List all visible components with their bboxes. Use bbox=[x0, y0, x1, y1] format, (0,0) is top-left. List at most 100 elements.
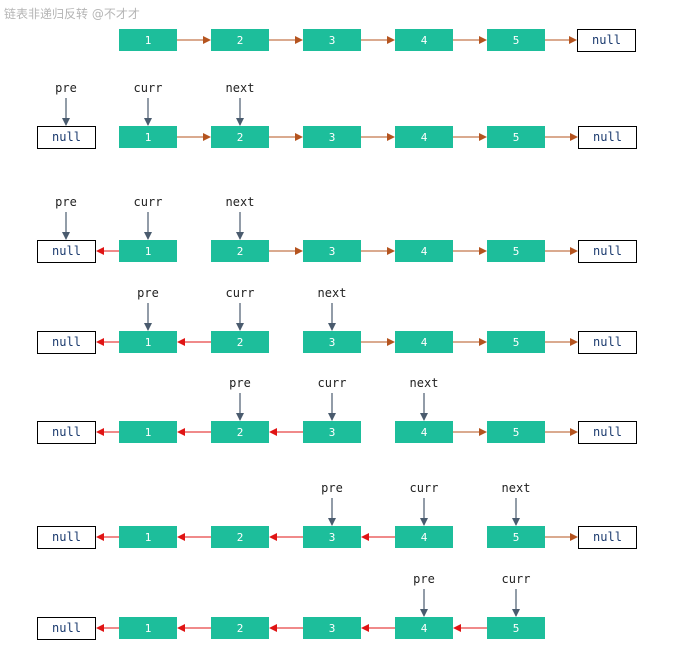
list-node-2 bbox=[211, 126, 269, 148]
null-box-left bbox=[37, 331, 96, 354]
list-node-4 bbox=[395, 126, 453, 148]
pointer-label-next: next bbox=[318, 286, 347, 300]
pointer-label-curr: curr bbox=[410, 481, 439, 495]
null-label-right: null bbox=[593, 425, 622, 439]
null-label-left: null bbox=[52, 621, 81, 635]
list-node-label: 2 bbox=[237, 131, 244, 144]
list-node-4 bbox=[395, 240, 453, 262]
list-node-label: 3 bbox=[329, 531, 336, 544]
list-node-3 bbox=[303, 240, 361, 262]
list-node-5 bbox=[487, 421, 545, 443]
list-node-5 bbox=[487, 240, 545, 262]
null-box-right bbox=[578, 126, 637, 149]
list-node-4 bbox=[395, 617, 453, 639]
null-box-right bbox=[578, 526, 637, 549]
list-node-label: 4 bbox=[421, 531, 428, 544]
list-node-label: 1 bbox=[145, 426, 152, 439]
list-node-label: 2 bbox=[237, 531, 244, 544]
list-node-5 bbox=[487, 126, 545, 148]
list-node-5 bbox=[487, 29, 545, 51]
list-node-label: 5 bbox=[513, 336, 520, 349]
null-box-right bbox=[578, 331, 637, 354]
pointer-label-pre: pre bbox=[55, 195, 77, 209]
pointer-label-next: next bbox=[410, 376, 439, 390]
list-node-label: 3 bbox=[329, 245, 336, 258]
list-node-label: 1 bbox=[145, 622, 152, 635]
list-node-label: 5 bbox=[513, 426, 520, 439]
list-node-label: 1 bbox=[145, 531, 152, 544]
null-box-right bbox=[577, 29, 636, 52]
pointer-label-next: next bbox=[226, 81, 255, 95]
list-node-4 bbox=[395, 526, 453, 548]
list-node-1 bbox=[119, 331, 177, 353]
list-node-label: 4 bbox=[421, 131, 428, 144]
list-node-2 bbox=[211, 331, 269, 353]
pointer-label-curr: curr bbox=[134, 81, 163, 95]
list-node-1 bbox=[119, 240, 177, 262]
list-node-4 bbox=[395, 331, 453, 353]
list-node-2 bbox=[211, 526, 269, 548]
list-node-label: 2 bbox=[237, 34, 244, 47]
null-box-left bbox=[37, 526, 96, 549]
list-node-label: 1 bbox=[145, 34, 152, 47]
null-label-right: null bbox=[592, 33, 621, 47]
list-node-3 bbox=[303, 331, 361, 353]
list-node-5 bbox=[487, 331, 545, 353]
list-node-label: 1 bbox=[145, 336, 152, 349]
list-node-1 bbox=[119, 421, 177, 443]
null-label-left: null bbox=[52, 244, 81, 258]
null-label-left: null bbox=[52, 425, 81, 439]
list-node-label: 3 bbox=[329, 622, 336, 635]
list-node-2 bbox=[211, 421, 269, 443]
list-node-4 bbox=[395, 29, 453, 51]
list-node-1 bbox=[119, 526, 177, 548]
pointer-label-curr: curr bbox=[134, 195, 163, 209]
null-box-right bbox=[578, 240, 637, 263]
list-node-label: 3 bbox=[329, 131, 336, 144]
list-node-label: 5 bbox=[513, 622, 520, 635]
pointer-label-pre: pre bbox=[229, 376, 251, 390]
list-node-2 bbox=[211, 617, 269, 639]
list-node-4 bbox=[395, 421, 453, 443]
list-node-1 bbox=[119, 617, 177, 639]
pointer-label-pre: pre bbox=[137, 286, 159, 300]
list-node-2 bbox=[211, 29, 269, 51]
list-node-label: 4 bbox=[421, 336, 428, 349]
list-node-label: 2 bbox=[237, 426, 244, 439]
list-node-3 bbox=[303, 617, 361, 639]
null-label-right: null bbox=[593, 335, 622, 349]
null-box-left bbox=[37, 421, 96, 444]
watermark-title: 链表非递归反转 @不才才 bbox=[4, 7, 140, 21]
list-node-label: 1 bbox=[145, 131, 152, 144]
list-node-3 bbox=[303, 29, 361, 51]
list-node-label: 3 bbox=[329, 336, 336, 349]
list-node-label: 3 bbox=[329, 426, 336, 439]
pointer-label-pre: pre bbox=[321, 481, 343, 495]
list-node-3 bbox=[303, 421, 361, 443]
list-node-label: 5 bbox=[513, 34, 520, 47]
null-label-right: null bbox=[593, 130, 622, 144]
pointer-label-curr: curr bbox=[318, 376, 347, 390]
list-node-label: 4 bbox=[421, 34, 428, 47]
null-box-right bbox=[578, 421, 637, 444]
list-node-label: 2 bbox=[237, 245, 244, 258]
list-node-label: 4 bbox=[421, 245, 428, 258]
list-node-label: 4 bbox=[421, 426, 428, 439]
null-label-right: null bbox=[593, 244, 622, 258]
list-node-label: 3 bbox=[329, 34, 336, 47]
null-box-left bbox=[37, 126, 96, 149]
null-label-right: null bbox=[593, 530, 622, 544]
list-node-1 bbox=[119, 29, 177, 51]
list-node-label: 2 bbox=[237, 622, 244, 635]
list-node-3 bbox=[303, 526, 361, 548]
pointer-label-curr: curr bbox=[502, 572, 531, 586]
null-label-left: null bbox=[52, 335, 81, 349]
list-node-5 bbox=[487, 526, 545, 548]
null-label-left: null bbox=[52, 530, 81, 544]
pointer-label-pre: pre bbox=[55, 81, 77, 95]
pointer-label-next: next bbox=[502, 481, 531, 495]
pointer-label-curr: curr bbox=[226, 286, 255, 300]
list-node-label: 1 bbox=[145, 245, 152, 258]
list-node-label: 5 bbox=[513, 531, 520, 544]
